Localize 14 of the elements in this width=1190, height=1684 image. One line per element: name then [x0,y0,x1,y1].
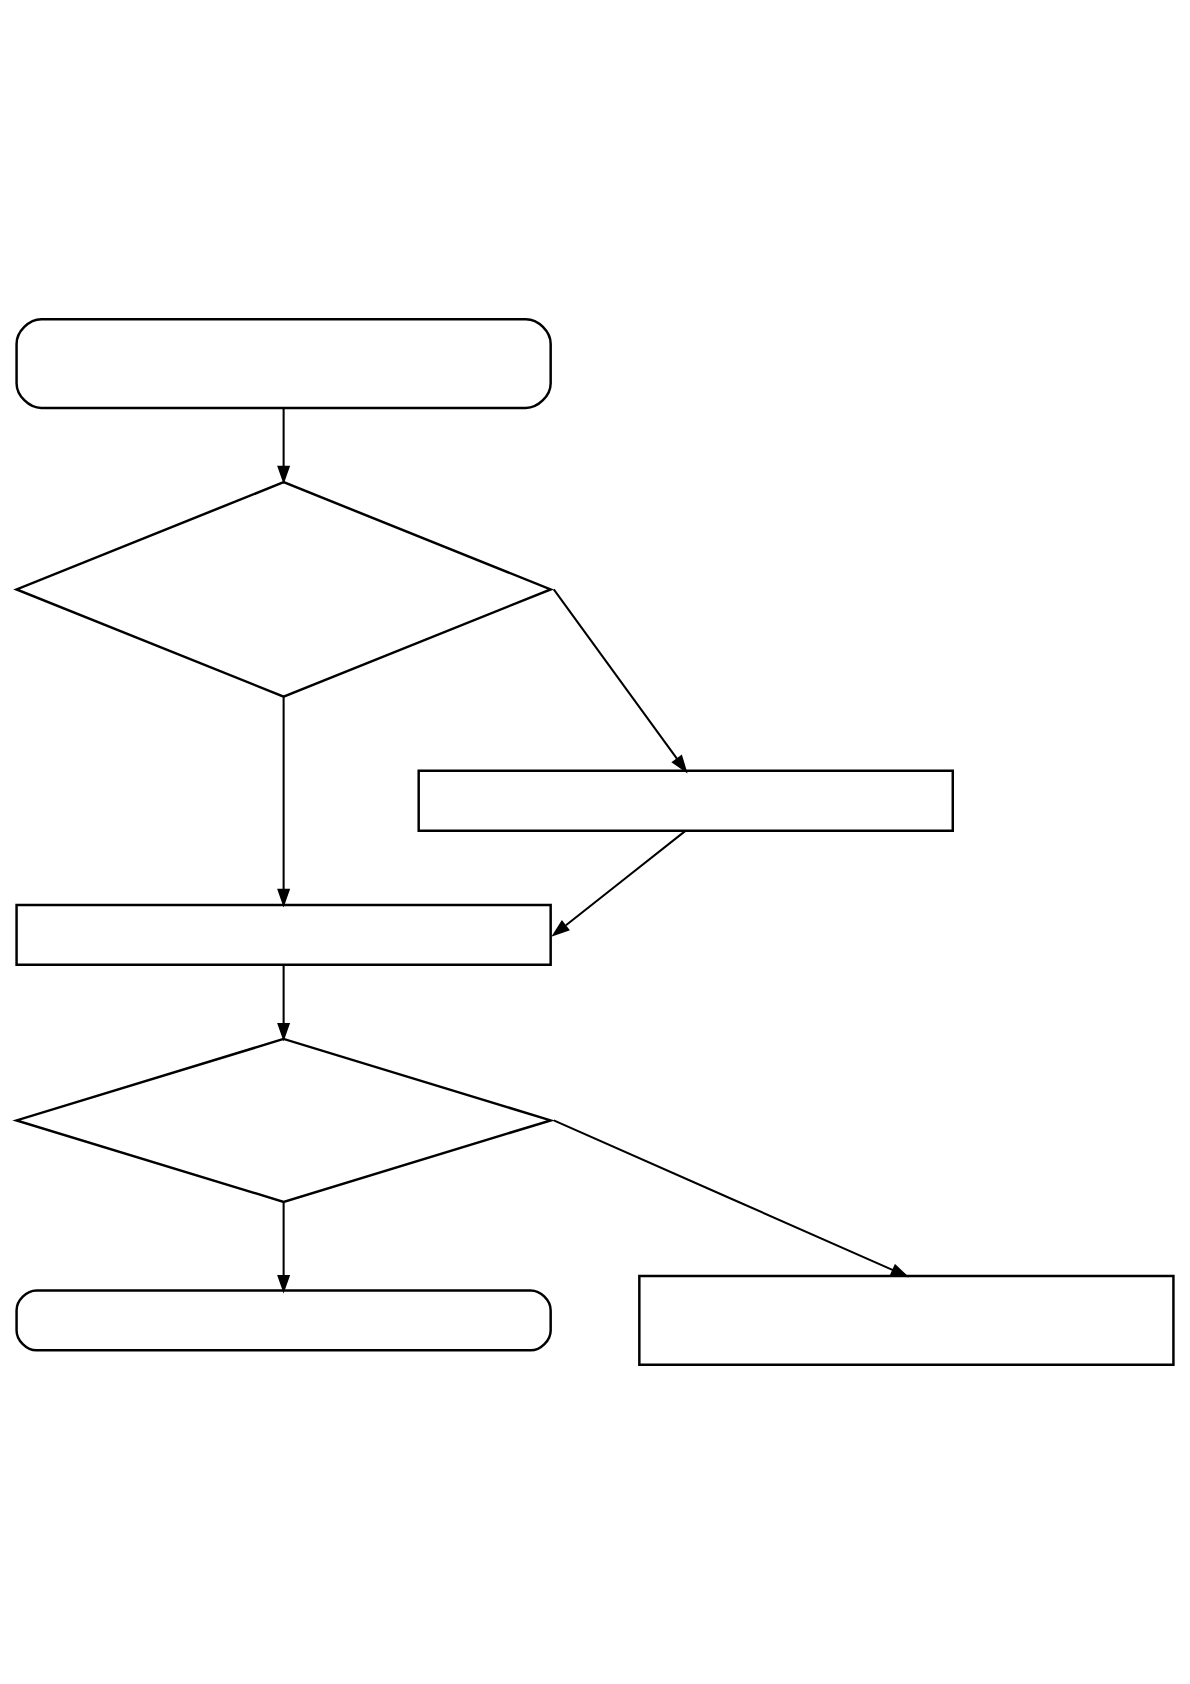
arrow [277,1202,291,1294]
node-box [15,1289,552,1352]
arrow [552,588,688,774]
node-box [417,769,954,832]
node-diamond [13,480,554,698]
node-box [638,1274,1175,1366]
node-diamond [12,1037,555,1204]
arrow [277,696,291,908]
node-box [15,903,552,966]
arrow [551,829,687,937]
arrow [277,408,291,485]
arrow [553,1119,910,1278]
arrow [277,965,291,1042]
node-box [15,318,552,410]
